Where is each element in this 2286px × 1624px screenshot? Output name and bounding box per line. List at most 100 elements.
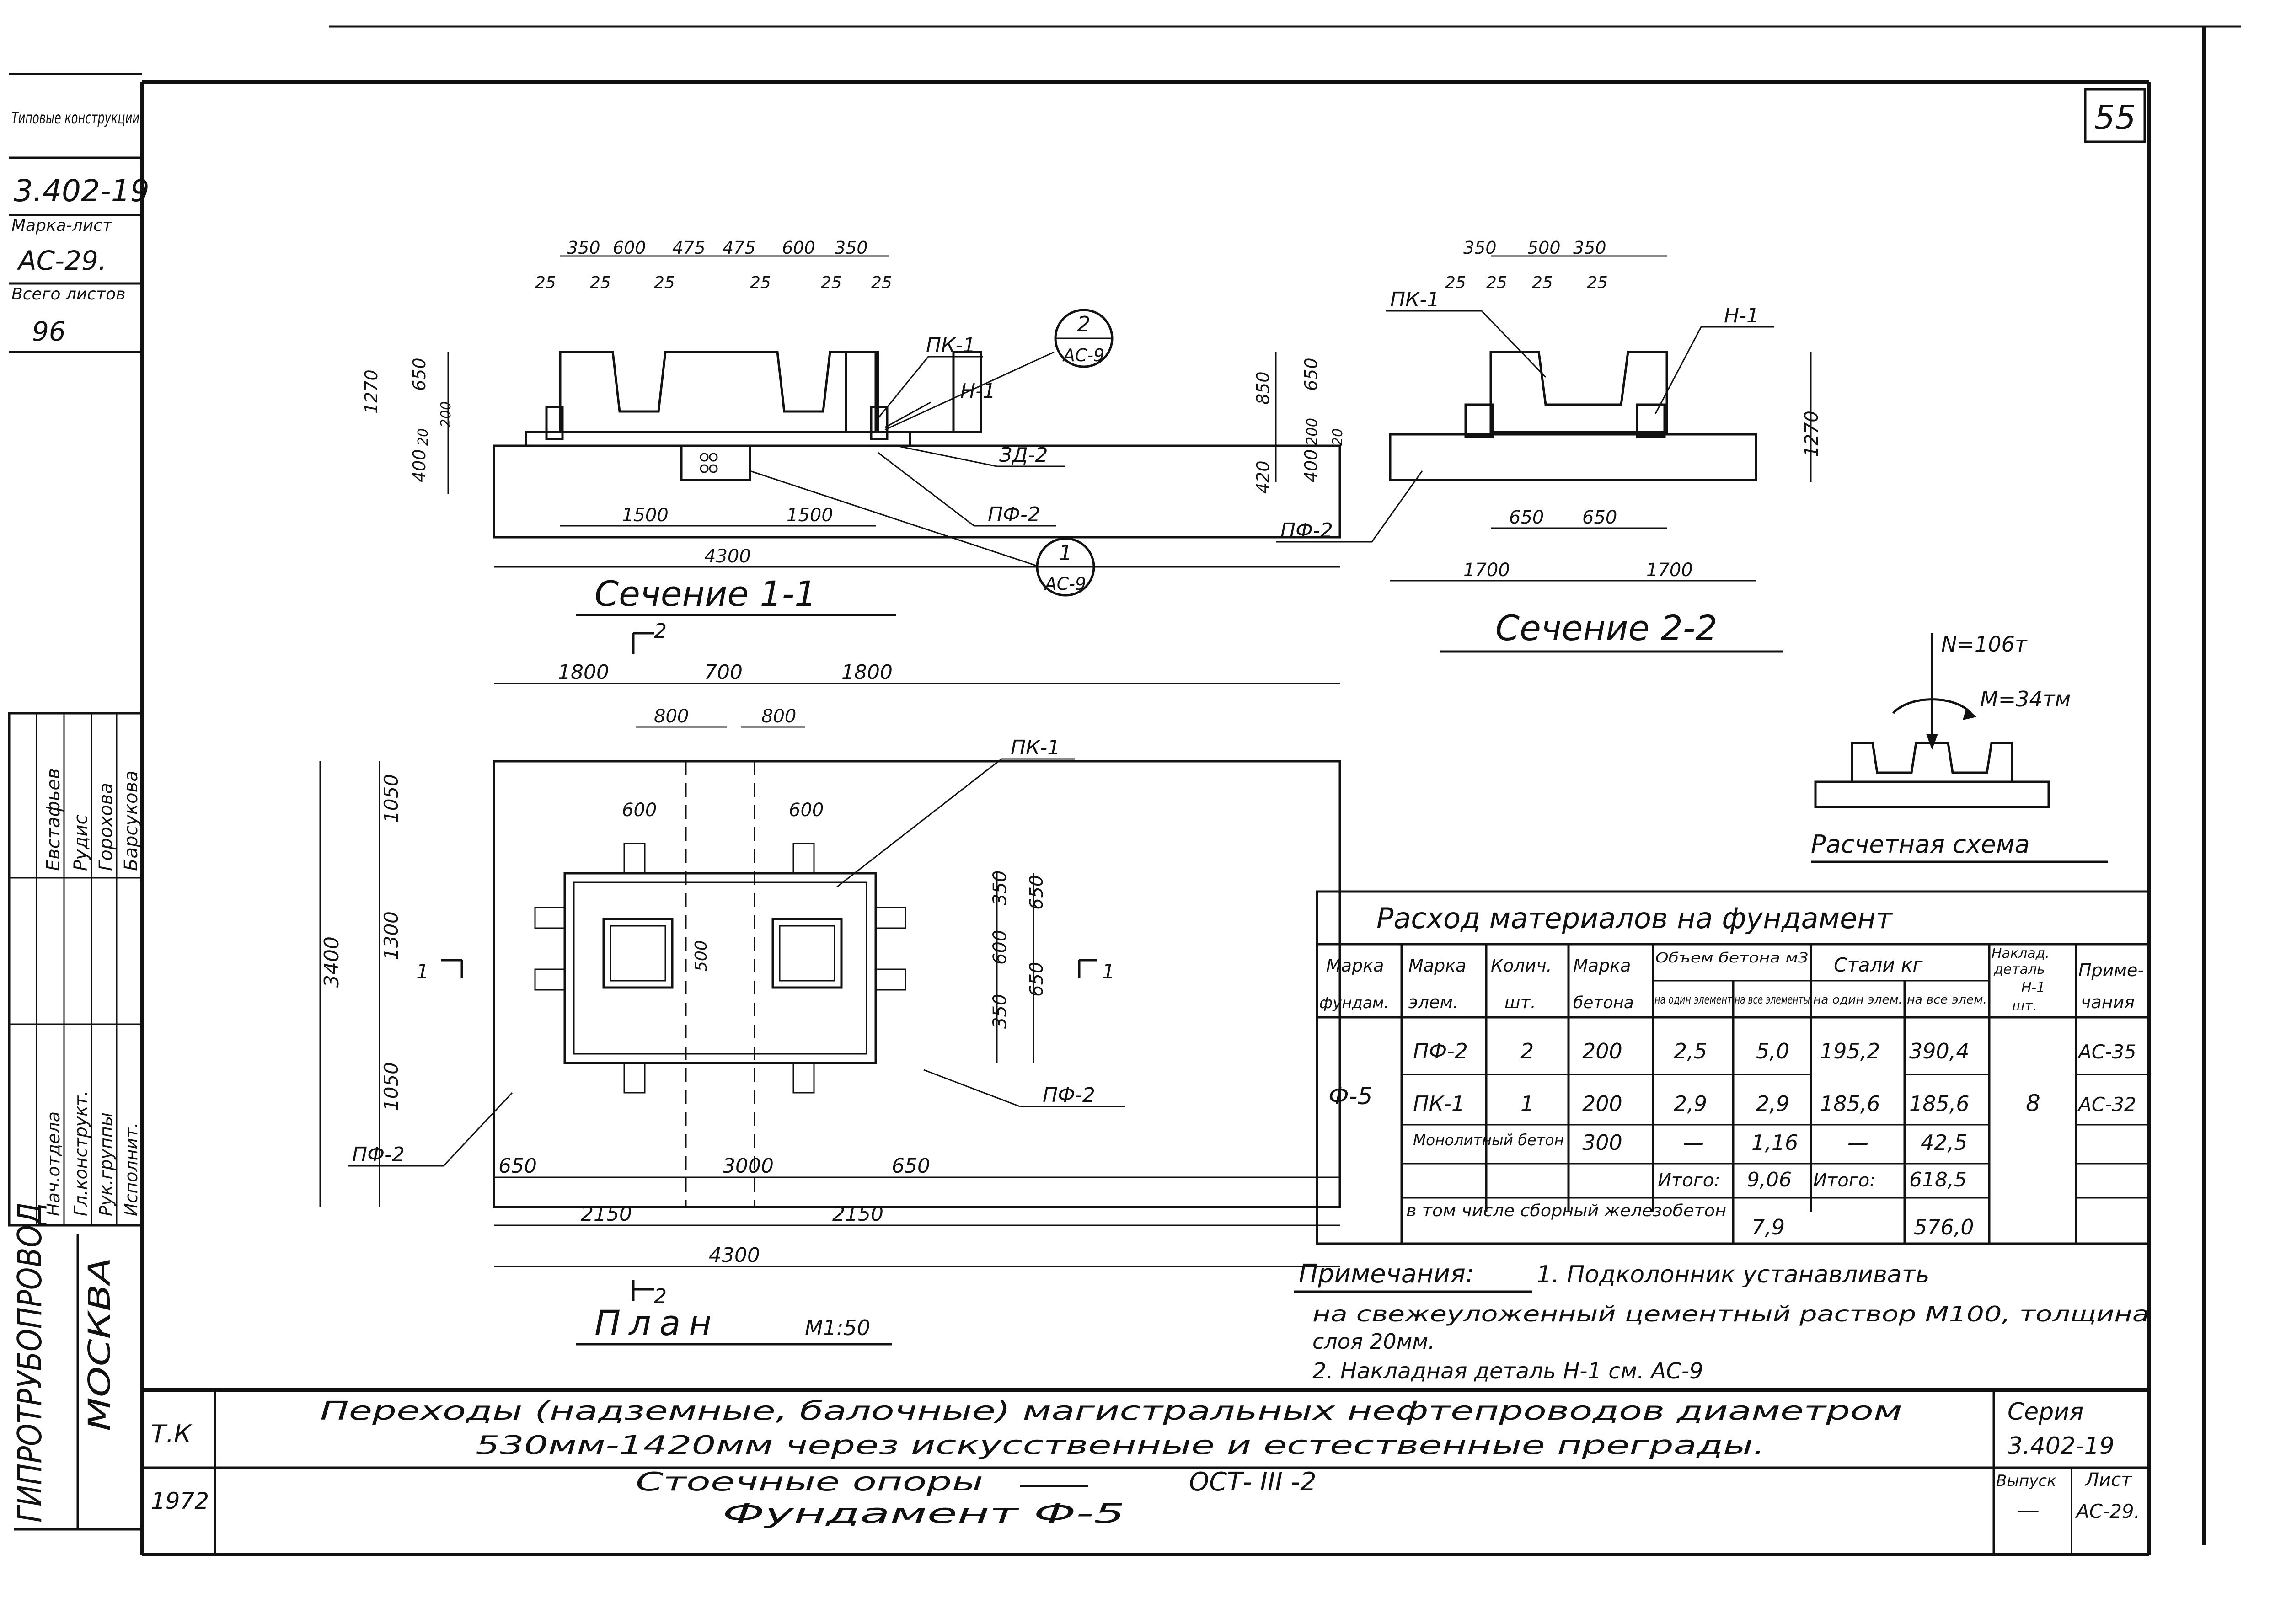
notes-line-1: 1. Подколонник устанавливать xyxy=(1536,1261,1930,1288)
s22-small-2: 25 xyxy=(1486,273,1507,292)
tb-sheet-value: АС-29. xyxy=(2075,1500,2140,1522)
td-overlay-count: 8 xyxy=(2026,1090,2040,1116)
s11-left-dim-2: 650 xyxy=(409,358,429,391)
tb-issue-label: Выпуск xyxy=(1996,1472,2056,1490)
plan-cut-1-right: 1 xyxy=(1102,960,1115,983)
plan-inner-dim-3: 600 xyxy=(622,800,657,821)
td-r2-stall: 185,6 xyxy=(1909,1091,1970,1116)
td-r3-vol1: — xyxy=(1683,1130,1704,1155)
td-foundation: Ф-5 xyxy=(1328,1083,1373,1110)
s11-bottom-dim-1: 1500 xyxy=(622,505,669,526)
th-vol-one: на один элемент xyxy=(1654,993,1733,1007)
td-r1-note: АС-35 xyxy=(2077,1041,2136,1063)
th-steel: Стали кг xyxy=(1834,954,1923,976)
stamp-name-3: Горохова xyxy=(96,783,117,871)
td-r1-vol1: 2,5 xyxy=(1674,1039,1707,1063)
plan-left-dim-3: 1300 xyxy=(380,911,402,960)
notes-heading: Примечания: xyxy=(1299,1259,1474,1289)
td-r3-grade: 300 xyxy=(1582,1130,1622,1155)
s22-small-1: 25 xyxy=(1445,273,1466,292)
stamp-series: 3.402-19 xyxy=(14,173,150,208)
plan-left-dim-4: 1050 xyxy=(380,1062,402,1111)
plan-cut-2-bottom: 2 xyxy=(654,1285,667,1308)
stamp-mark-sheet-label: Марка-лист xyxy=(11,216,112,235)
s11-label-n1: Н-1 xyxy=(960,379,996,403)
s11-left-dim-5: 400 xyxy=(409,449,429,482)
stamp-role-1: Нач.отдела xyxy=(43,1111,64,1216)
plan-cut-1-left: 1 xyxy=(416,960,429,983)
stamp-total-sheets-label: Всего листов xyxy=(11,285,125,304)
td-r2-qty: 1 xyxy=(1520,1091,1534,1116)
plan-label-pf2-left: ПФ-2 xyxy=(352,1143,405,1166)
plan-top-dim-3: 1800 xyxy=(841,661,893,684)
td-r1-grade: 200 xyxy=(1582,1039,1622,1063)
th-mark-elem-2: элем. xyxy=(1408,992,1458,1012)
plan-label-pf2-right: ПФ-2 xyxy=(1043,1084,1095,1107)
s11-bottom-dim-3: 4300 xyxy=(704,546,751,567)
td-r2-volall: 2,9 xyxy=(1756,1091,1789,1116)
s11-left-dim-4: 20 xyxy=(415,428,431,446)
table-title: Расход материалов на фундамент xyxy=(1376,902,1893,935)
td-r1-st1: 195,2 xyxy=(1820,1039,1880,1063)
s22-top-dim-2: 500 xyxy=(1527,238,1561,258)
plan-cut-2-top: 2 xyxy=(654,620,667,643)
td-r3-elem: Монолитный бетон xyxy=(1413,1131,1564,1149)
stamp-role-2: Гл.конструкт. xyxy=(71,1090,91,1216)
sheet-frame xyxy=(14,25,2241,1556)
s22-label-pk1: ПК-1 xyxy=(1390,288,1440,311)
plan-title: План xyxy=(594,1303,720,1343)
th-grade-2: бетона xyxy=(1573,994,1634,1012)
s22-bottom-dim-2: 650 xyxy=(1582,507,1617,528)
s11-callout2-num: 2 xyxy=(1077,312,1090,337)
tb-title-1: Переходы (надземные, балочные) магистрал… xyxy=(320,1396,1902,1426)
plan-bottom-dim-2: 3000 xyxy=(723,1154,774,1178)
th-grade-1: Марка xyxy=(1573,956,1631,976)
s11-top-dim-6: 350 xyxy=(835,238,868,258)
s11-small-6: 25 xyxy=(871,273,892,292)
th-overlay-2: деталь xyxy=(1993,962,2045,978)
stamp-name-1: Евстафьев xyxy=(43,768,64,871)
s22-bottom-dim-1: 650 xyxy=(1509,507,1544,528)
plan-label-pk1: ПК-1 xyxy=(1011,736,1060,759)
plan-right-dim-2: 650 xyxy=(1026,875,1047,910)
td-incl-label: в том числе сборный железобетон xyxy=(1406,1202,1726,1220)
title-block: Т.К 1972 Переходы (надземные, балочные) … xyxy=(142,1388,2149,1555)
design-scheme: N=106т M=34тм Расчетная схема xyxy=(1811,632,2108,863)
plan-scale: М1:50 xyxy=(805,1315,870,1340)
tb-sub-1b: ОСТ- III -2 xyxy=(1189,1467,1317,1497)
s22-top-dim-1: 350 xyxy=(1463,238,1497,258)
scheme-moment: M=34тм xyxy=(1980,687,2071,711)
notes-line-4: 2. Накладная деталь Н-1 см. АС-9 xyxy=(1312,1358,1703,1384)
s11-label-pk1: ПК-1 xyxy=(926,334,975,357)
tb-year: 1972 xyxy=(151,1488,209,1514)
td-r3-volall: 1,16 xyxy=(1751,1130,1798,1155)
s22-small-3: 25 xyxy=(1532,273,1553,292)
plan-bottom-dim-6: 4300 xyxy=(709,1244,760,1267)
materials-table: Расход материалов на фундамент Марка фун… xyxy=(1316,890,2151,1245)
td-r2-st1: 185,6 xyxy=(1820,1091,1880,1116)
s11-top-dim-3: 475 xyxy=(672,238,706,258)
th-mark-elem-1: Марка xyxy=(1408,956,1466,976)
th-overlay-3: Н-1 xyxy=(2021,980,2045,996)
tb-sub-2: Фундамент Ф-5 xyxy=(723,1498,1125,1529)
plan-right-dim-1: 350 xyxy=(990,871,1011,905)
td-r1-elem: ПФ-2 xyxy=(1413,1039,1468,1063)
s22-label-n1: Н-1 xyxy=(1724,304,1759,327)
td-r2-vol1: 2,9 xyxy=(1674,1091,1707,1116)
plan-right-dim-4: 350 xyxy=(990,994,1011,1029)
th-steel-one: на один элем. xyxy=(1813,993,1902,1007)
s22-label-pf2: ПФ-2 xyxy=(1280,519,1333,542)
s22-bottom-dim-4: 1700 xyxy=(1646,560,1693,581)
s22-left-dim-6: 20 xyxy=(1330,428,1346,446)
plan-right-dim-5: 650 xyxy=(1026,962,1047,997)
section-1-1: 350 600 475 475 600 350 25 25 25 25 25 2… xyxy=(361,238,1341,616)
s11-callout1-ref: АС-9 xyxy=(1044,574,1086,594)
th-mark-found-2: фундам. xyxy=(1319,994,1389,1012)
s11-top-dim-1: 350 xyxy=(567,238,600,258)
stamp-role-4: Исполнит. xyxy=(121,1122,141,1216)
th-overlay-4: шт. xyxy=(2012,998,2037,1014)
th-qty-1: Колич. xyxy=(1491,956,1552,976)
side-stamp: Типовые конструкции 3.402-19 Марка-лист … xyxy=(8,73,150,1529)
tb-sub-1a: Стоечные опоры xyxy=(636,1467,983,1497)
s11-small-2: 25 xyxy=(590,273,611,292)
